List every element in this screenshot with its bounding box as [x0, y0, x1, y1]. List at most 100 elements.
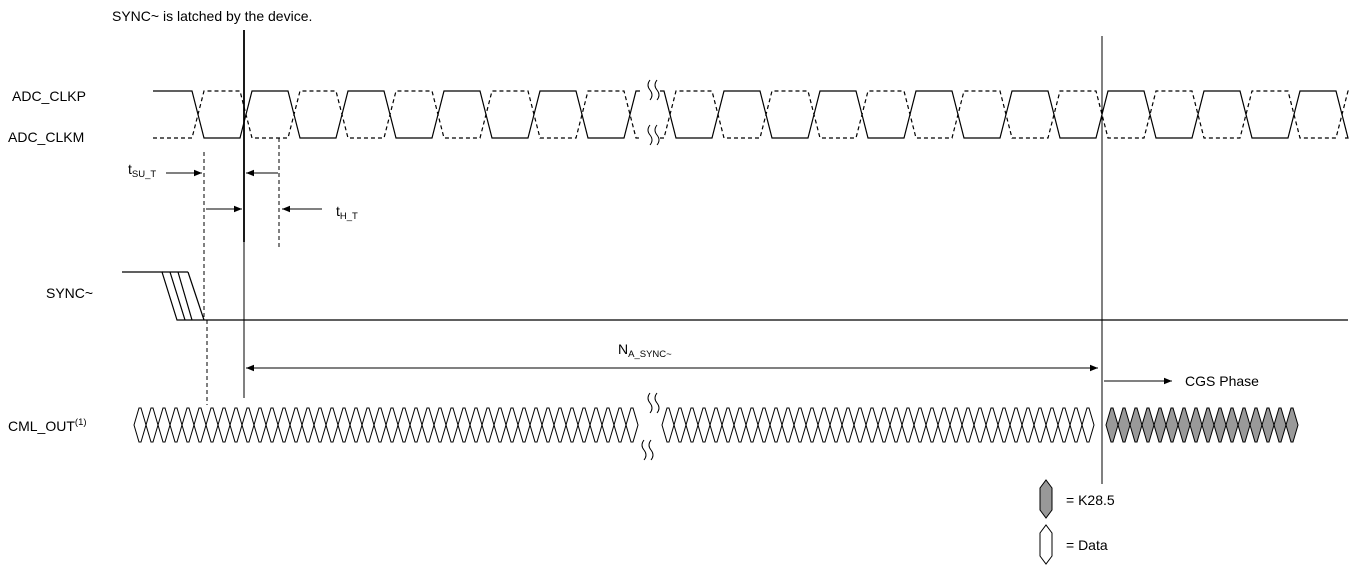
k285-symbol: [1129, 407, 1143, 443]
data-symbol: [409, 407, 423, 443]
na-sync-label: NA_SYNC~: [618, 341, 672, 360]
data-symbol: [325, 407, 339, 443]
data-symbol: [805, 407, 819, 443]
data-symbol: [1033, 407, 1047, 443]
data-symbol: [493, 407, 507, 443]
adc-clkp-label: ADC_CLKP: [12, 88, 86, 104]
data-symbol: [157, 407, 171, 443]
data-symbol: [469, 407, 483, 443]
data-symbol: [937, 407, 951, 443]
data-symbol: [973, 407, 987, 443]
th-label: tH_T: [336, 203, 358, 222]
k285-legend-icon: [1039, 479, 1053, 519]
adc-clock-waveforms: [153, 90, 1349, 139]
data-symbol: [433, 407, 447, 443]
data-symbol: [889, 407, 903, 443]
data-symbol: [925, 407, 939, 443]
data-symbol: [445, 407, 459, 443]
data-symbol: [577, 407, 591, 443]
data-symbol: [721, 407, 735, 443]
data-symbol: [1045, 407, 1059, 443]
data-symbol: [397, 407, 411, 443]
data-symbol: [553, 407, 567, 443]
data-symbol: [241, 407, 255, 443]
data-symbol: [205, 407, 219, 443]
k285-symbol: [1225, 407, 1239, 443]
adc-clkm-trace-2: [660, 90, 1349, 139]
data-symbol: [253, 407, 267, 443]
k285-symbol: [1165, 407, 1179, 443]
data-symbol: [265, 407, 279, 443]
k285-symbol: [1285, 407, 1299, 443]
data-symbol: [373, 407, 387, 443]
data-symbol: [589, 407, 603, 443]
data-symbol: [601, 407, 615, 443]
k285-symbol: [1237, 407, 1251, 443]
data-symbol: [301, 407, 315, 443]
cgs-phase-label: CGS Phase: [1185, 373, 1259, 389]
k285-symbol: [1105, 407, 1119, 443]
data-symbol: [1009, 407, 1023, 443]
data-symbol: [781, 407, 795, 443]
k285-symbol: [1273, 407, 1287, 443]
data-symbol: [745, 407, 759, 443]
data-symbol: [517, 407, 531, 443]
data-symbol: [913, 407, 927, 443]
data-symbol: [997, 407, 1011, 443]
data-symbol: [145, 407, 159, 443]
data-symbol: [529, 407, 543, 443]
data-symbol: [565, 407, 579, 443]
data-symbol: [505, 407, 519, 443]
k285-symbol: [1153, 407, 1167, 443]
data-symbol: [793, 407, 807, 443]
data-symbol: [709, 407, 723, 443]
data-symbol: [661, 407, 675, 443]
data-symbol: [985, 407, 999, 443]
data-symbol: [349, 407, 363, 443]
data-symbol: [133, 407, 147, 443]
k285-symbol: [1249, 407, 1263, 443]
data-symbol: [193, 407, 207, 443]
k285-symbol: [1177, 407, 1191, 443]
data-symbol: [673, 407, 687, 443]
k285-symbol: [1189, 407, 1203, 443]
data-symbol: [361, 407, 375, 443]
adc-clkm-trace-1: [153, 90, 640, 139]
data-symbol: [181, 407, 195, 443]
data-symbol: [877, 407, 891, 443]
data-symbol: [829, 407, 843, 443]
data-symbol: [685, 407, 699, 443]
data-symbol: [277, 407, 291, 443]
sync-label: SYNC~: [46, 285, 93, 301]
data-symbol: [865, 407, 879, 443]
data-symbol: [757, 407, 771, 443]
data-symbol: [817, 407, 831, 443]
data-symbol: [769, 407, 783, 443]
data-symbol: [733, 407, 747, 443]
data-legend-label: = Data: [1066, 537, 1108, 553]
data-symbol: [169, 407, 183, 443]
adc-clkp-trace-2: [660, 90, 1349, 139]
adc-clkp-trace-1: [153, 90, 640, 139]
data-symbol: [697, 407, 711, 443]
caption: SYNC~ is latched by the device.: [112, 8, 312, 24]
data-symbol: [625, 407, 639, 443]
data-symbol: [337, 407, 351, 443]
data-symbol: [457, 407, 471, 443]
data-symbol: [961, 407, 975, 443]
legend: = K28.5 = Data: [1039, 479, 1115, 565]
data-symbol: [421, 407, 435, 443]
cml-out-label: CML_OUT(1): [8, 417, 87, 434]
k285-symbol: [1201, 407, 1215, 443]
data-symbol: [853, 407, 867, 443]
cml-out-stream: [133, 407, 1299, 443]
k285-symbol: [1117, 407, 1131, 443]
cml-break-marks: [641, 392, 660, 461]
k285-symbol: [1141, 407, 1155, 443]
data-symbol: [313, 407, 327, 443]
data-symbol: [217, 407, 231, 443]
data-symbol: [1057, 407, 1071, 443]
data-symbol: [1021, 407, 1035, 443]
data-symbol: [481, 407, 495, 443]
